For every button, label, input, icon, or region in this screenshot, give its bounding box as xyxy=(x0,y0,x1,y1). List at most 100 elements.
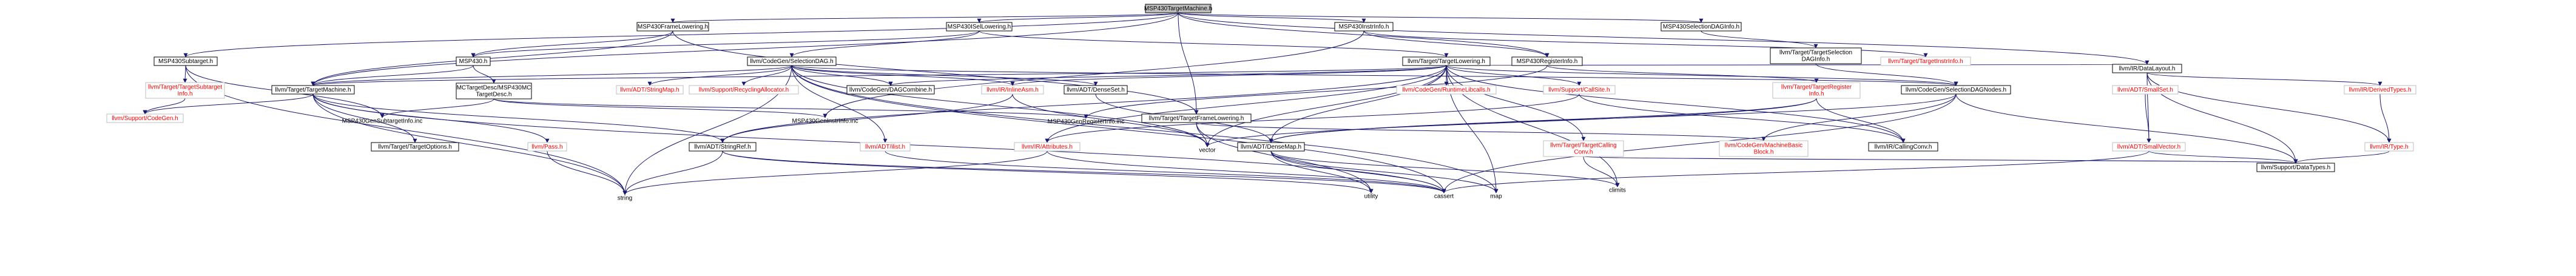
edge-smallvector-to-cassert xyxy=(1441,150,2149,194)
node-densemap[interactable]: llvm/ADT/DenseMap.h xyxy=(1237,142,1305,152)
edge-root-to-instrinfo xyxy=(1178,12,1366,23)
edge-framelow-to-msp430 xyxy=(471,30,673,58)
node-box xyxy=(1543,85,1616,95)
edge-attributes-to-cassert xyxy=(1047,150,1446,194)
edge-root-to-reginfo xyxy=(1178,12,1549,58)
edge-callsite-to-callingconv xyxy=(1579,93,1906,143)
node-dagcombine[interactable]: llvm/CodeGen/DAGCombine.h xyxy=(846,85,935,95)
node-callsite: llvm/Support/CallSite.h xyxy=(1543,85,1616,95)
dependency-edges xyxy=(143,12,2392,195)
node-pass: llvm/Pass.h xyxy=(527,142,567,152)
leaf-genreg: MSP430GenRegisterInfo.inc xyxy=(1048,119,1125,126)
node-label: llvm/Support/CodeGen.h xyxy=(112,115,178,122)
node-box xyxy=(456,82,532,99)
node-tframelow[interactable]: llvm/Target/TargetFrameLowering.h xyxy=(1141,113,1252,123)
node-box xyxy=(1868,142,1938,152)
edge-tframelow-to-utility xyxy=(1196,122,1374,194)
node-denseset[interactable]: llvm/ADT/DenseSet.h xyxy=(1064,85,1128,95)
node-stringref[interactable]: llvm/ADT/StringRef.h xyxy=(689,142,757,152)
node-targetinstrinfo: llvm/Target/TargetInstrInfo.h xyxy=(1880,56,1971,66)
edge-root-to-seldag xyxy=(1178,12,1703,23)
node-label: MSP430SelectionDAGInfo.h xyxy=(1663,24,1739,30)
edge-msp430-to-mctargetdesc xyxy=(473,65,496,84)
edge-targetlowering-to-climits xyxy=(1446,65,1620,187)
node-seldagnodes[interactable]: llvm/CodeGen/SelectionDAGNodes.h xyxy=(1901,85,2011,95)
leaf-utility: utility xyxy=(1364,194,1378,200)
node-box xyxy=(1064,85,1128,95)
edge-tcallingconv-to-climits xyxy=(1583,156,1620,187)
node-label: MSP430RegisterInfo.h xyxy=(1517,58,1578,65)
edge-targetlowering-to-callsite xyxy=(1446,65,1582,86)
edge-isellow-to-selectiondag xyxy=(789,30,980,58)
node-msp430[interactable]: MSP430.h xyxy=(456,56,491,66)
node-callingconv[interactable]: llvm/IR/CallingConv.h xyxy=(1868,142,1938,152)
node-box xyxy=(1880,56,1971,66)
node-label: MSP430ISelLowering.h xyxy=(948,24,1011,30)
edge-densemap-to-map xyxy=(1270,150,1499,194)
node-targetlowering[interactable]: llvm/Target/TargetLowering.h xyxy=(1402,56,1491,66)
edge-targetlowering-to-attributes xyxy=(1045,65,1447,143)
node-derivedtypes: llvm/IR/DerivedTypes.h xyxy=(2344,85,2416,95)
edge-targetlowering-to-targetmachine xyxy=(311,65,1447,86)
node-codegen: llvm/Support/CodeGen.h xyxy=(106,113,184,123)
node-reginfo[interactable]: MSP430RegisterInfo.h xyxy=(1511,56,1583,66)
edge-seldagnodes-to-cassert xyxy=(1441,93,1957,194)
edge-targetlowering-to-inlineasm xyxy=(1010,65,1447,86)
node-label: llvm/Pass.h xyxy=(531,144,562,150)
node-targetmachine[interactable]: llvm/Target/TargetMachine.h xyxy=(271,85,355,95)
edge-tregisterinfo-to-callingconv xyxy=(1816,98,1906,143)
edge-seldagnodes-to-datatypes xyxy=(1955,93,2298,164)
edge-tcallingconv-to-datatypes xyxy=(1583,156,2298,164)
node-box xyxy=(689,142,757,152)
leaf-label: climits xyxy=(1609,187,1626,194)
node-ilist: llvm/ADT/ilist.h xyxy=(860,142,911,152)
edge-framelow-to-targetmachine xyxy=(311,30,673,86)
node-stringmap: llvm/ADT/StringMap.h xyxy=(616,85,684,95)
leaf-climits: climits xyxy=(1609,187,1626,194)
node-root[interactable]: MSP430TargetMachine.h xyxy=(1144,4,1212,13)
node-box xyxy=(2112,142,2186,152)
leaf-label: map xyxy=(1490,194,1502,200)
edge-derivedtypes-to-irtype xyxy=(2379,93,2392,143)
node-label: llvm/Support/CallSite.h xyxy=(1548,87,1610,93)
node-framelow[interactable]: MSP430FrameLowering.h xyxy=(636,22,709,32)
node-box xyxy=(1141,113,1252,123)
edge-tregisterinfo-to-densemap xyxy=(1269,98,1817,143)
node-datalayout[interactable]: llvm/IR/DataLayout.h xyxy=(2112,64,2182,73)
node-selectiondag[interactable]: llvm/CodeGen/SelectionDAG.h xyxy=(747,56,837,66)
leaf-label: MSP430GenInstrInfo.inc xyxy=(792,118,858,125)
node-box xyxy=(946,22,1013,32)
edge-tregisterinfo-to-vector xyxy=(1205,98,1817,147)
edge-selectiondag-to-dagcombine xyxy=(791,65,893,86)
edge-subtarget-to-subtargetinfo xyxy=(183,65,187,83)
node-label: llvm/Support/RecyclingAllocator.h xyxy=(699,87,789,93)
node-seldag[interactable]: MSP430SelectionDAGInfo.h xyxy=(1661,22,1742,32)
node-instrinfo[interactable]: MSP430InstrInfo.h xyxy=(1334,22,1394,32)
node-box xyxy=(106,113,184,123)
node-isellow[interactable]: MSP430ISelLowering.h xyxy=(946,22,1013,32)
node-box xyxy=(2256,163,2335,172)
node-subtarget[interactable]: MSP430Subtarget.h xyxy=(153,56,218,66)
edge-subtargetinfo-to-codegen xyxy=(143,98,186,115)
node-box xyxy=(1334,22,1394,32)
node-targetoptions[interactable]: llvm/Target/TargetOptions.h xyxy=(371,142,459,152)
edge-root-to-targetmachine xyxy=(311,12,1179,86)
edge-subtarget-to-string xyxy=(185,65,627,195)
node-label: MSP430TargetMachine.h xyxy=(1144,5,1212,12)
edge-isellow-to-msp430 xyxy=(471,30,980,58)
leaf-label: vector xyxy=(1199,147,1216,154)
edge-root-to-subtarget xyxy=(183,12,1179,58)
node-label: llvm/ADT/StringRef.h xyxy=(694,144,750,150)
node-box xyxy=(271,85,355,95)
edge-selectiondag-to-recycling xyxy=(741,65,792,86)
edge-selectiondag-to-map xyxy=(791,65,1499,194)
node-box xyxy=(1661,22,1742,32)
node-smallset: llvm/ADT/SmallSet.h xyxy=(2112,85,2179,95)
node-datatypes[interactable]: llvm/Support/DataTypes.h xyxy=(2256,163,2335,172)
